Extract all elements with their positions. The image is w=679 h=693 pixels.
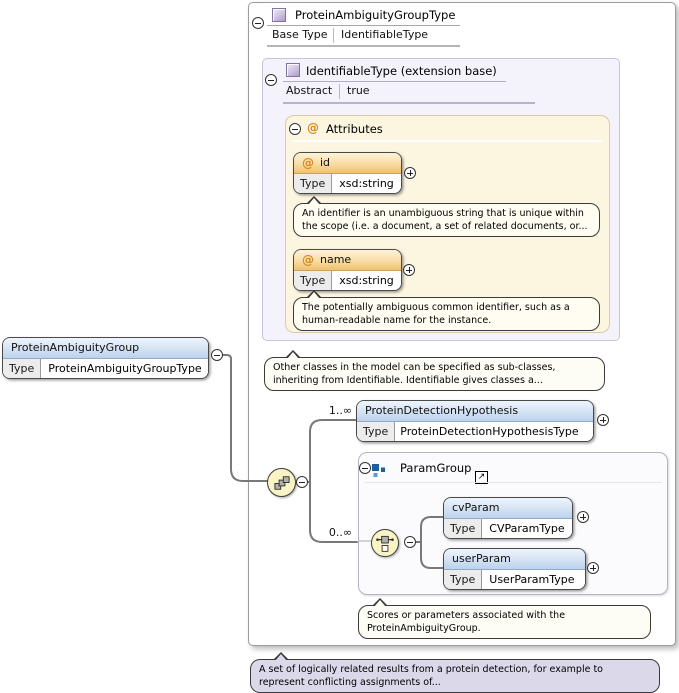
sequence-compositor-icon[interactable] [267,468,296,497]
divider [292,140,602,142]
element-name: ProteinDetectionHypothesis [357,401,593,422]
type-label: Type [294,271,333,290]
element-box-proteinambiguitygroup[interactable]: ProteinAmbiguityGroup Type ProteinAmbigu… [2,337,209,379]
type-label: Type [3,359,42,378]
abstract-value: true [347,84,370,97]
collapse-icon[interactable] [265,74,277,86]
annotation-id: An identifier is an unambiguous string t… [293,196,600,238]
base-type-label: Base Type [272,28,328,41]
expand-icon[interactable] [404,167,416,179]
type-value: UserParamType [489,573,575,586]
type-label: Type [444,570,483,589]
attribute-at-icon: @ [302,253,314,267]
extension-base-title: IdentifiableType (extension base) [306,64,497,78]
collapse-icon[interactable] [296,476,308,488]
attribute-at-icon: @ [302,156,314,170]
type-label: Type [357,422,396,441]
attribute-name: id [320,156,331,169]
type-value: ProteinDetectionHypothesisType [400,425,579,438]
expand-icon[interactable] [577,511,589,523]
element-box-userparam[interactable]: userParam Type UserParamType [443,548,586,590]
type-label: Type [294,174,333,193]
attribute-box-name[interactable]: @ name Type xsd:string [293,249,402,291]
attributes-title: Attributes [326,122,383,136]
element-box-cvparam[interactable]: cvParam Type CVParamType [443,497,573,539]
divider [283,102,535,104]
attribute-box-id[interactable]: @ id Type xsd:string [293,152,402,194]
collapse-icon[interactable] [404,536,416,548]
divider [364,482,662,483]
type-value: CVParamType [489,522,565,535]
cardinality-label: 1..∞ [328,404,352,417]
annotation-root-element: A set of logically related results from … [250,652,660,693]
expand-icon[interactable] [597,414,609,426]
collapse-icon[interactable] [211,349,223,361]
element-name: ProteinAmbiguityGroup [3,338,208,359]
annotation-paramgroup: Scores or parameters associated with the… [358,598,651,640]
divider [333,28,334,43]
base-type-value: IdentifiableType [341,28,429,41]
element-name: userParam [444,549,585,570]
type-value: xsd:string [339,177,394,190]
group-reference-link-icon[interactable]: ↗ [475,471,488,484]
attribute-name: name [320,253,352,266]
annotation-name: The potentially ambiguous common identif… [293,290,600,332]
group-icon [372,462,386,477]
element-name: cvParam [444,498,572,519]
paramgroup-title: ParamGroup [400,461,472,475]
complextype-icon [286,63,300,77]
complextype-icon [272,8,286,22]
annotation-inheritance: Other classes in the model can be specif… [264,350,605,392]
divider [283,81,506,82]
divider [267,25,460,26]
cardinality-label: 0..∞ [328,526,352,539]
expand-icon[interactable] [587,562,599,574]
type-value: xsd:string [339,274,394,287]
collapse-icon[interactable] [252,17,264,29]
divider [267,45,460,47]
abstract-label: Abstract [286,84,333,97]
collapse-icon[interactable] [359,462,371,474]
type-label: Type [444,519,483,538]
type-title: ProteinAmbiguityGroupType [295,8,456,22]
attribute-at-icon: @ [307,121,319,135]
divider [339,84,340,99]
type-value: ProteinAmbiguityGroupType [48,362,202,375]
choice-compositor-icon[interactable] [371,529,399,557]
expand-icon[interactable] [403,264,415,276]
element-box-proteindetectionhypothesis[interactable]: ProteinDetectionHypothesis Type ProteinD… [356,400,594,442]
collapse-icon[interactable] [289,123,301,135]
